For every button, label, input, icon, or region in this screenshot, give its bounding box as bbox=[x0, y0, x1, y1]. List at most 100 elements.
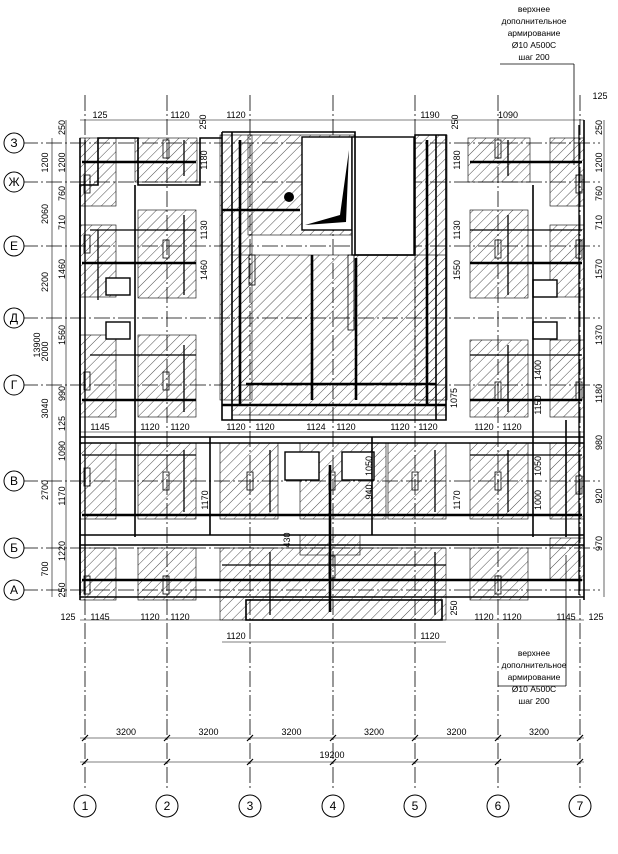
dim-tick bbox=[163, 758, 171, 766]
dim-value: 1120 bbox=[502, 612, 521, 622]
axis-label: 1 bbox=[82, 799, 89, 813]
dim-value: 250 bbox=[57, 582, 67, 597]
zone bbox=[137, 209, 197, 299]
dim-value: 1170 bbox=[57, 486, 67, 505]
dim-value: 1120 bbox=[502, 422, 521, 432]
dim-value: 1120 bbox=[418, 422, 437, 432]
embed bbox=[248, 254, 256, 286]
dim-value: 125 bbox=[588, 612, 603, 622]
zone bbox=[79, 442, 117, 520]
dim-value: 1120 bbox=[474, 422, 493, 432]
zone bbox=[469, 442, 529, 520]
dim-value: 940 bbox=[364, 484, 374, 499]
zone bbox=[549, 137, 585, 207]
dim-value: 1180 bbox=[452, 150, 462, 169]
dim-value: 760 bbox=[57, 186, 67, 201]
dim-value: 710 bbox=[594, 215, 604, 230]
shaft-opening bbox=[532, 279, 558, 298]
dim-value: 1460 bbox=[57, 259, 67, 279]
embed bbox=[162, 575, 170, 595]
dim-value: 920 bbox=[594, 488, 604, 503]
zone bbox=[219, 547, 447, 621]
pipe-hole bbox=[284, 192, 294, 202]
openings bbox=[105, 136, 558, 481]
core-wall bbox=[221, 131, 447, 421]
dim-value: 1000 bbox=[533, 490, 543, 510]
dim-tick bbox=[411, 758, 419, 766]
embed bbox=[575, 174, 583, 194]
note-line: верхнее bbox=[518, 4, 550, 14]
dim-value: 970 bbox=[594, 536, 604, 551]
axis-label: Д bbox=[10, 311, 18, 325]
axis-bubble bbox=[486, 794, 510, 818]
zone bbox=[219, 442, 279, 520]
embed bbox=[411, 471, 419, 491]
dim-value: 2700 bbox=[40, 480, 50, 500]
dim-value: 1370 bbox=[594, 325, 604, 345]
reinforcement-zones bbox=[79, 134, 585, 621]
zone bbox=[549, 339, 585, 418]
embed bbox=[575, 239, 583, 259]
dim-value: 700 bbox=[40, 561, 50, 576]
dim-tick bbox=[329, 734, 337, 742]
note-line: Ø10 А500С bbox=[512, 684, 556, 694]
note-line: шаг 200 bbox=[518, 696, 549, 706]
dim-value: 1130 bbox=[452, 220, 462, 239]
embed-details bbox=[83, 139, 583, 595]
dim-value: 1120 bbox=[170, 612, 189, 622]
axis-label: З bbox=[10, 136, 17, 150]
dim-tick bbox=[81, 758, 89, 766]
shaft-opening bbox=[105, 277, 131, 296]
dim-value: 1120 bbox=[474, 612, 493, 622]
axis-bubble bbox=[3, 132, 25, 154]
axis-label: Г bbox=[11, 378, 18, 392]
dim-value: 1180 bbox=[199, 150, 209, 169]
embed bbox=[494, 381, 502, 401]
embed bbox=[246, 471, 254, 491]
dim-value: 1400 bbox=[533, 360, 543, 380]
note-line: верхнее bbox=[518, 648, 550, 658]
dim-value: 125 bbox=[92, 110, 107, 120]
axis-bubble bbox=[3, 235, 25, 257]
zone bbox=[231, 254, 447, 416]
axis-label: 5 bbox=[412, 799, 419, 813]
dim-value: 3200 bbox=[281, 727, 301, 737]
dim-tick bbox=[576, 734, 584, 742]
dim-value: 1090 bbox=[498, 110, 518, 120]
dim-value: 1120 bbox=[390, 422, 409, 432]
dim-value: 1560 bbox=[57, 325, 67, 345]
axis-bubble bbox=[73, 794, 97, 818]
dim-value: 1550 bbox=[452, 260, 462, 280]
dim-value: 1120 bbox=[140, 422, 159, 432]
dim-value: 1220 bbox=[57, 541, 67, 561]
embed bbox=[494, 239, 502, 259]
dim-value: 1170 bbox=[452, 490, 462, 509]
zone bbox=[79, 547, 117, 601]
axis-bubble bbox=[3, 470, 25, 492]
dim-value: 1120 bbox=[420, 631, 439, 641]
embed bbox=[328, 555, 336, 579]
dim-value: 250 bbox=[450, 114, 460, 129]
dim-value: 1200 bbox=[594, 152, 604, 172]
dim-tick bbox=[576, 758, 584, 766]
embed bbox=[494, 575, 502, 595]
note-line: армирование bbox=[508, 28, 561, 38]
dim-value: 250 bbox=[594, 120, 604, 135]
zone bbox=[79, 334, 117, 418]
dim-value: 1200 bbox=[40, 152, 50, 172]
embed bbox=[494, 471, 502, 491]
dim-value: 1050 bbox=[533, 456, 543, 476]
embed bbox=[83, 371, 91, 391]
embed bbox=[575, 381, 583, 401]
zone bbox=[467, 137, 531, 183]
dim-tick bbox=[329, 758, 337, 766]
dim-tick bbox=[163, 734, 171, 742]
dim-value: 1145 bbox=[90, 612, 109, 622]
dimension-lines bbox=[51, 119, 605, 763]
axis-bubble bbox=[238, 794, 262, 818]
